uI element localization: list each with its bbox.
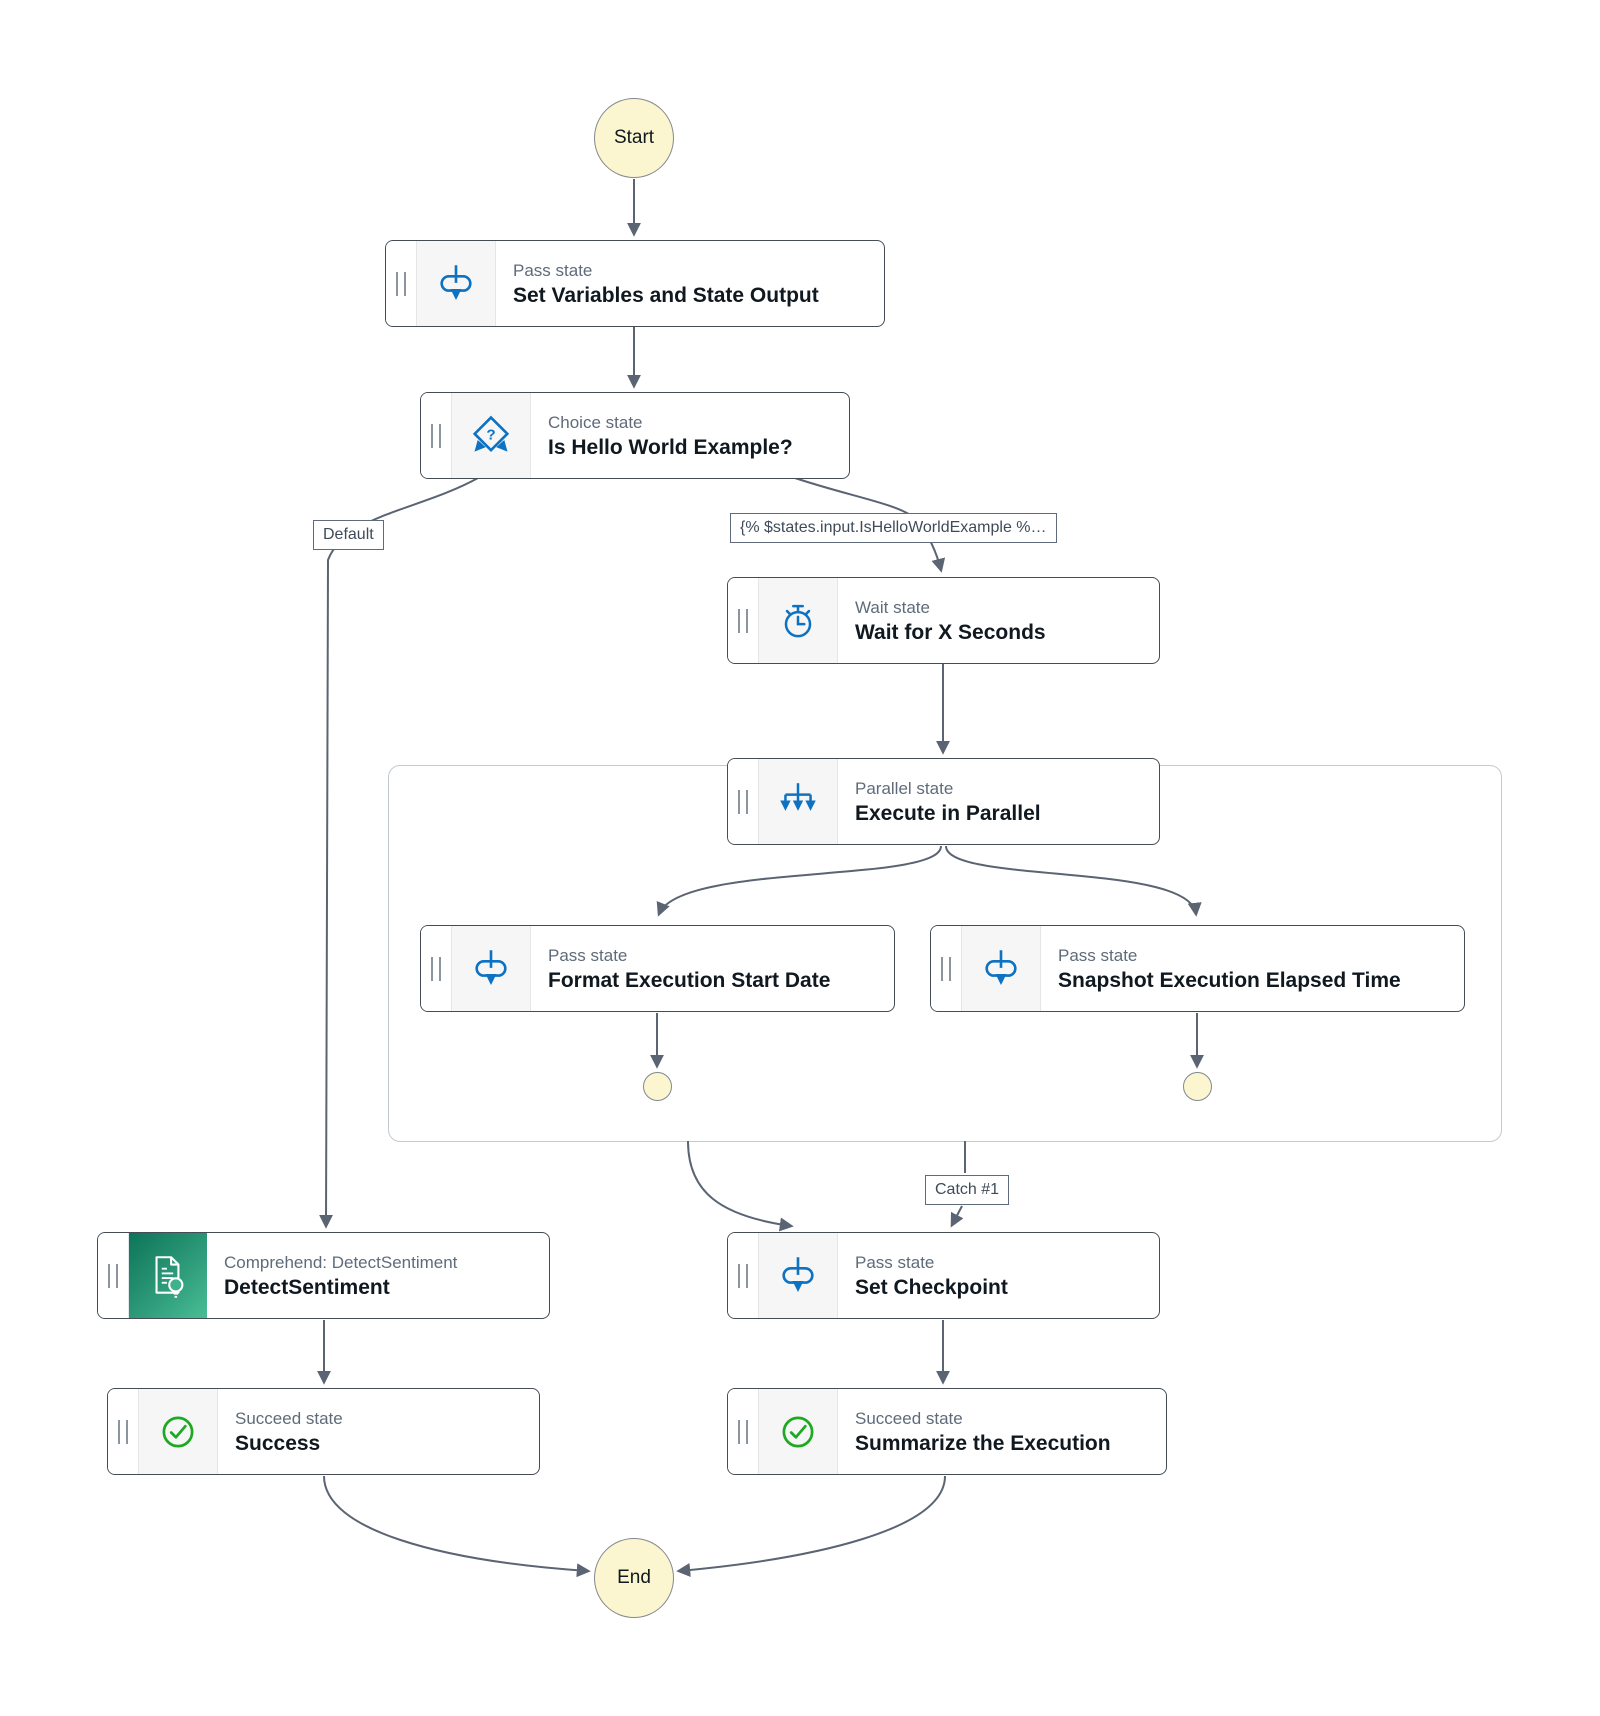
node-wait[interactable]: Wait state Wait for X Seconds (727, 577, 1160, 664)
start-label: Start (613, 127, 655, 148)
node-type-label: Choice state (548, 413, 643, 432)
node-parallel[interactable]: Parallel state Execute in Parallel (727, 758, 1160, 845)
node-summarize[interactable]: Succeed state Summarize the Execution (727, 1388, 1167, 1475)
edge-label-catch: Catch #1 (925, 1175, 1010, 1205)
node-type-label: Succeed state (855, 1409, 963, 1428)
node-type-label: Pass state (513, 261, 593, 280)
drag-handle-icon[interactable] (728, 1389, 759, 1474)
drag-handle-icon[interactable] (728, 1233, 759, 1318)
drag-handle-icon[interactable] (386, 241, 417, 326)
node-snapshot-time[interactable]: Pass state Snapshot Execution Elapsed Ti… (930, 925, 1465, 1012)
node-choice[interactable]: ? Choice state Is Hello World Example? (420, 392, 850, 479)
svg-text:?: ? (486, 426, 495, 443)
node-title: Summarize the Execution (855, 1432, 1111, 1455)
node-title: Success (235, 1432, 321, 1455)
node-type-label: Pass state (548, 946, 628, 965)
start-node: Start (594, 98, 674, 178)
end-node: End (594, 1538, 674, 1618)
pass-icon (440, 264, 472, 300)
node-type-label: Pass state (1058, 946, 1138, 965)
pass-icon (475, 949, 507, 985)
node-title: Is Hello World Example? (548, 436, 793, 459)
drag-handle-icon[interactable] (728, 759, 759, 844)
node-set-checkpoint[interactable]: Pass state Set Checkpoint (727, 1232, 1160, 1319)
node-title: Execute in Parallel (855, 802, 1041, 825)
node-title: Set Variables and State Output (513, 284, 819, 307)
node-title: Wait for X Seconds (855, 621, 1046, 644)
node-type-label: Parallel state (855, 779, 954, 798)
node-format-date[interactable]: Pass state Format Execution Start Date (420, 925, 895, 1012)
drag-handle-icon[interactable] (98, 1233, 129, 1318)
branch-end-dot (1183, 1072, 1212, 1101)
drag-handle-icon[interactable] (728, 578, 759, 663)
node-type-label: Wait state (855, 598, 930, 617)
succeed-icon (162, 1416, 194, 1447)
choice-icon: ? (472, 415, 510, 452)
pass-icon (985, 949, 1017, 985)
node-title: Set Checkpoint (855, 1276, 1008, 1299)
node-title: DetectSentiment (224, 1276, 390, 1299)
edge-label-default: Default (313, 520, 384, 550)
edge-label-condition: {% $states.input.IsHelloWorldExample %… (730, 513, 1057, 543)
node-detect-sentiment[interactable]: Comprehend: DetectSentiment DetectSentim… (97, 1232, 550, 1319)
end-label: End (617, 1567, 651, 1588)
drag-handle-icon[interactable] (108, 1389, 139, 1474)
parallel-icon (780, 782, 816, 811)
drag-handle-icon[interactable] (931, 926, 962, 1011)
pass-icon (782, 1256, 814, 1292)
node-type-label: Pass state (855, 1253, 935, 1272)
node-title: Snapshot Execution Elapsed Time (1058, 969, 1401, 992)
drag-handle-icon[interactable] (421, 393, 452, 478)
branch-end-dot (643, 1072, 672, 1101)
node-success[interactable]: Succeed state Success (107, 1388, 540, 1475)
node-type-label: Succeed state (235, 1409, 343, 1428)
comprehend-icon (155, 1255, 184, 1298)
node-set-variables[interactable]: Pass state Set Variables and State Outpu… (385, 240, 885, 327)
wait-icon (784, 604, 812, 637)
node-type-label: Comprehend: DetectSentiment (224, 1253, 458, 1272)
drag-handle-icon[interactable] (421, 926, 452, 1011)
succeed-icon (782, 1416, 814, 1447)
node-title: Format Execution Start Date (548, 969, 831, 992)
